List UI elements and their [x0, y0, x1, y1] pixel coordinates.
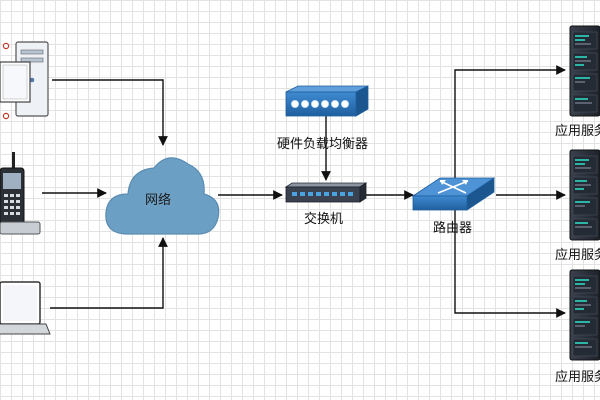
- connectors: [42, 65, 566, 318]
- network-switch-icon: [284, 182, 368, 203]
- server-label: 应用服务: [555, 370, 600, 385]
- router-icon: [411, 177, 496, 211]
- cloud-icon: [105, 157, 220, 235]
- load-balancer-icon: [285, 85, 369, 117]
- router-to-server-top-arrow: [454, 65, 566, 186]
- desktop-to-cloud-arrow: [52, 79, 168, 146]
- switch-label: 交换机: [304, 212, 344, 227]
- server-top: [569, 25, 600, 117]
- router-to-server-bottom-arrow: [454, 208, 566, 318]
- laptop-to-cloud-arrow: [50, 237, 168, 309]
- rack-server-icon: [569, 149, 600, 241]
- server-bottom: [569, 269, 600, 361]
- load-balancer-label: 硬件负载均衡器: [277, 137, 369, 152]
- rack-server-icon: [569, 25, 600, 117]
- server-label: 应用服务: [555, 248, 600, 263]
- server-middle: [569, 149, 600, 241]
- mobile-phone-icon: [0, 152, 41, 235]
- cloud-label: 网络: [145, 193, 172, 208]
- rack-server-icon: [569, 269, 600, 361]
- desktop-pc-icon: [0, 41, 49, 120]
- laptop-icon: [0, 281, 51, 335]
- server-label: 应用服务: [555, 124, 600, 139]
- router-label: 路由器: [433, 221, 473, 236]
